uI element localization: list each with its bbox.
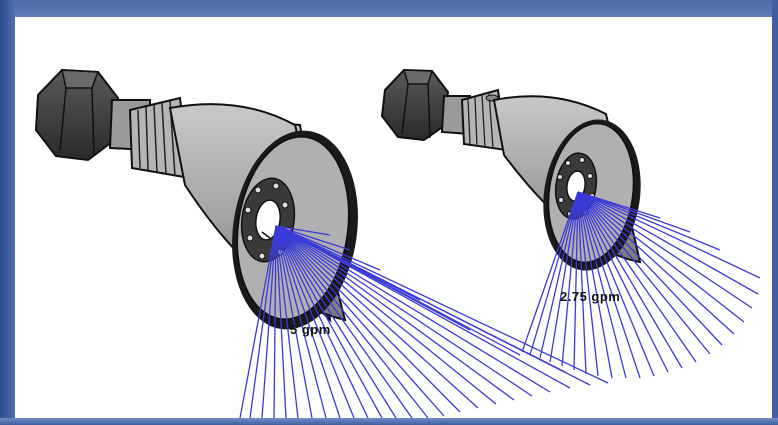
left-flow-label: 5 gpm bbox=[290, 322, 331, 337]
frame-border-bottom bbox=[0, 418, 778, 425]
left-hex-nut bbox=[36, 70, 118, 160]
right-flow-label: 2.75 gpm bbox=[560, 289, 620, 304]
right-hex-nut bbox=[382, 70, 448, 140]
